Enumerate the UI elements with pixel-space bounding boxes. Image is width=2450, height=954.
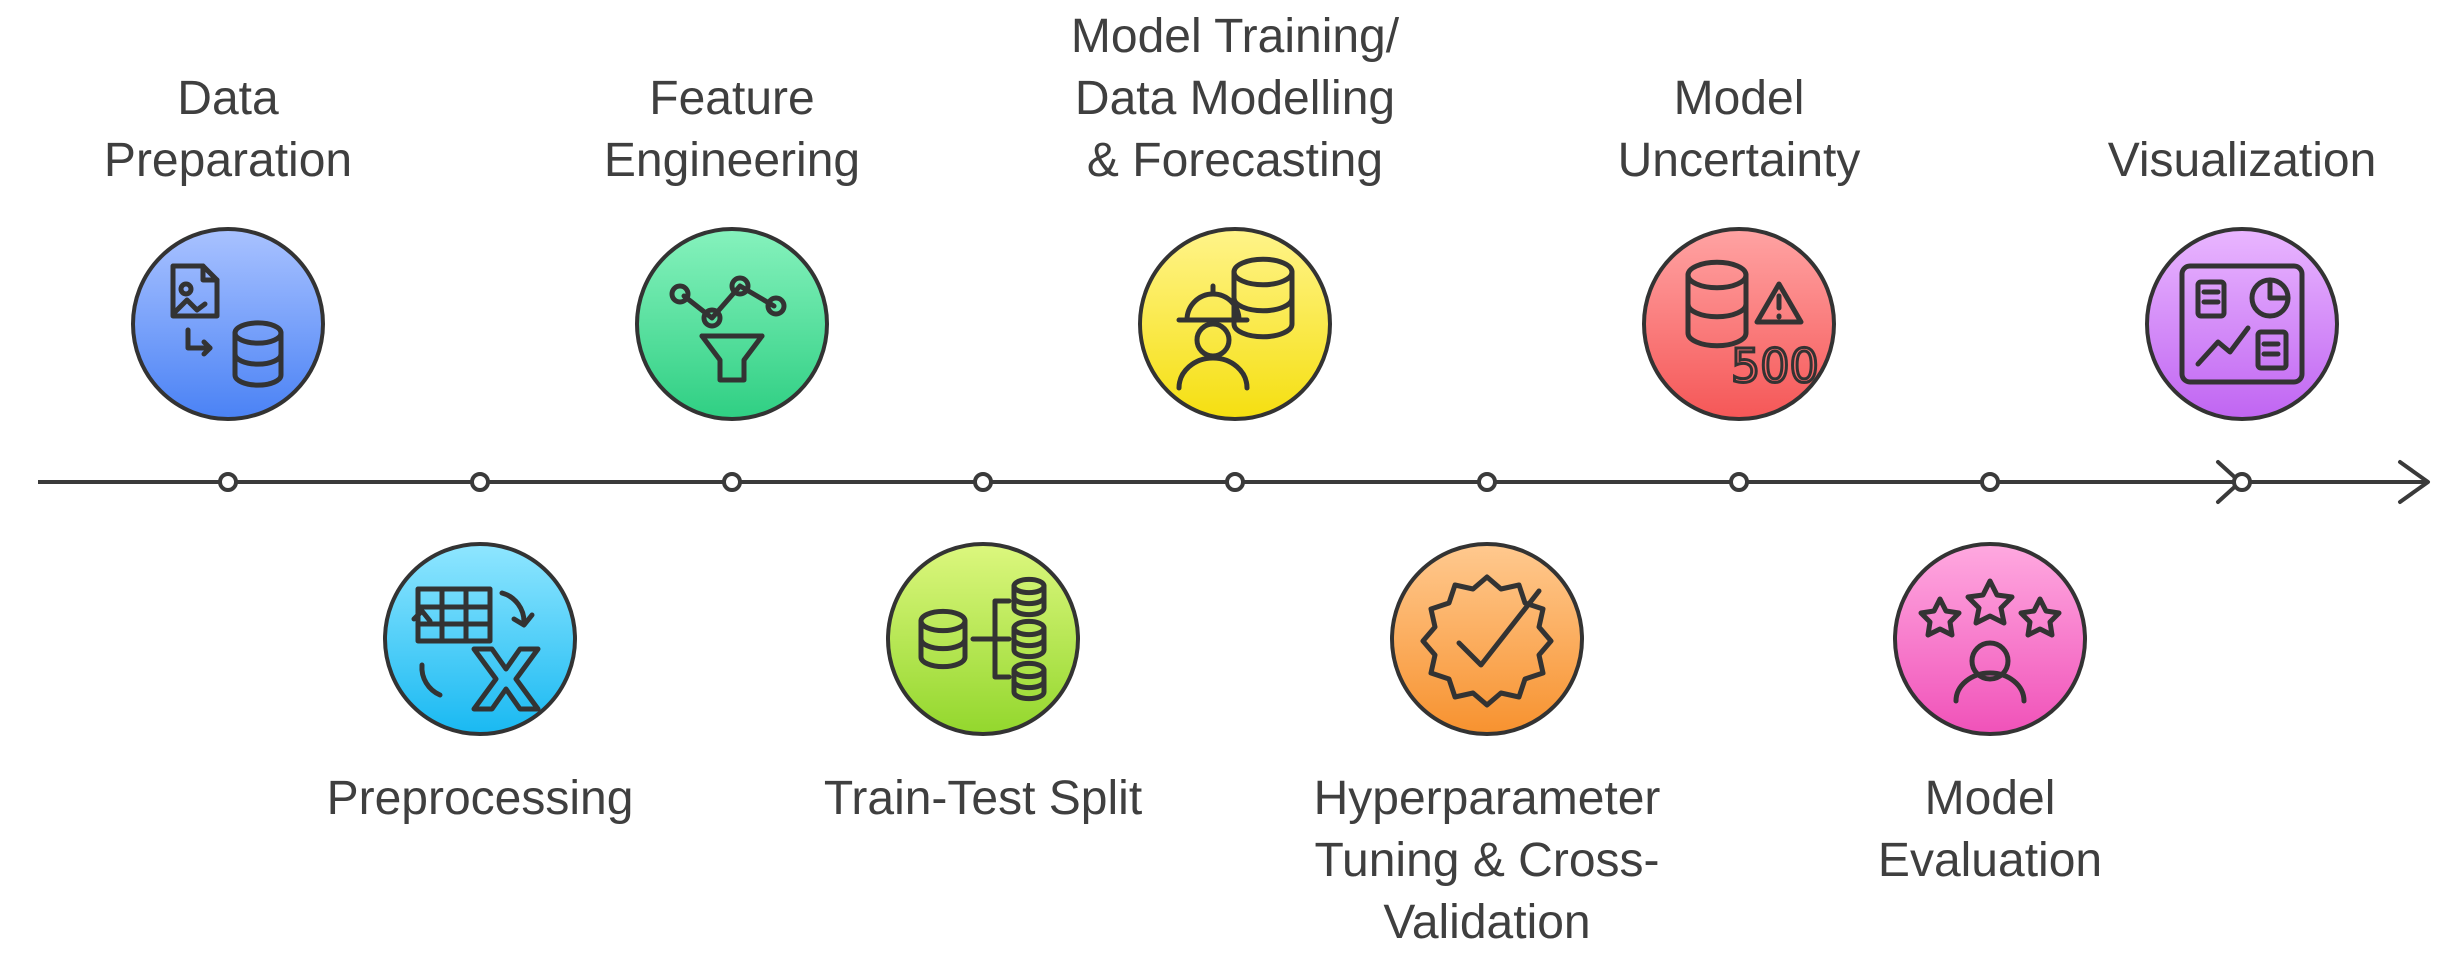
step-node: [1138, 227, 1332, 421]
timeline-axis: [38, 460, 2430, 504]
step-label-line: Train-Test Split: [823, 772, 1143, 825]
step-circle: [131, 227, 325, 421]
step-node: [383, 542, 577, 736]
step-node: 500: [1642, 227, 1836, 421]
step-label-line: Feature: [649, 72, 815, 125]
step-label-line: Uncertainty: [1617, 134, 1861, 187]
step-label-line: Data Modelling: [1074, 72, 1396, 125]
person-stars-icon: [1918, 578, 2062, 704]
badge-check-icon: [1420, 574, 1554, 708]
table-transform-icon: [411, 586, 541, 712]
step-label-line: Preparation: [103, 134, 353, 187]
step-node: [131, 227, 325, 421]
step-label-line: Model: [1924, 772, 2056, 825]
step-label-line: Data: [177, 72, 279, 125]
step-label: Preprocessing: [270, 768, 690, 830]
step-label: Visualization: [2032, 130, 2450, 192]
engineer-database-icon: [1176, 256, 1295, 391]
step-circle: [1642, 227, 1836, 421]
step-label: Train-Test Split: [773, 768, 1193, 830]
timeline-arrowhead: [2398, 460, 2430, 504]
database-split-icon: [918, 576, 1047, 702]
step-circles: 500: [131, 227, 2339, 736]
timeline-marker: [470, 472, 490, 492]
step-label-line: Evaluation: [1877, 834, 2103, 887]
step-label-line: Tuning & Cross-: [1314, 834, 1660, 887]
step-node: [2145, 227, 2339, 421]
step-label-line: & Forecasting: [1086, 134, 1384, 187]
step-label: Model Training/Data Modelling & Forecasti…: [1025, 6, 1445, 192]
timeline-marker: [722, 472, 742, 492]
timeline-marker: [1225, 472, 1245, 492]
step-node: [1893, 542, 2087, 736]
step-node: [886, 542, 1080, 736]
step-node: [635, 227, 829, 421]
image-to-database-icon: [170, 263, 284, 388]
step-label-line: Model: [1673, 72, 1805, 125]
step-label-line: Validation: [1383, 896, 1591, 949]
nodes-funnel-icon: [669, 275, 787, 383]
timeline-marker: [2232, 472, 2252, 492]
database-warning-500-icon: 500: [1685, 259, 1820, 395]
step-circle: [1390, 542, 1584, 736]
timeline-marker: [1980, 472, 2000, 492]
timeline-marker: [1477, 472, 1497, 492]
step-label-line: Model Training/: [1070, 10, 1400, 63]
step-label-line: Preprocessing: [326, 772, 634, 825]
svg-text:500: 500: [1731, 339, 1819, 393]
step-label-line: Hyperparameter: [1313, 772, 1661, 825]
step-label-line: Visualization: [2107, 134, 2377, 187]
dashboard-icon: [2179, 263, 2305, 385]
timeline-marker: [973, 472, 993, 492]
step-circle: [635, 227, 829, 421]
step-label-line: Engineering: [603, 134, 861, 187]
timeline-marker: [1729, 472, 1749, 492]
step-node: [1390, 542, 1584, 736]
step-circle: [1893, 542, 2087, 736]
step-circle: [2145, 227, 2339, 421]
timeline-marker: [218, 472, 238, 492]
